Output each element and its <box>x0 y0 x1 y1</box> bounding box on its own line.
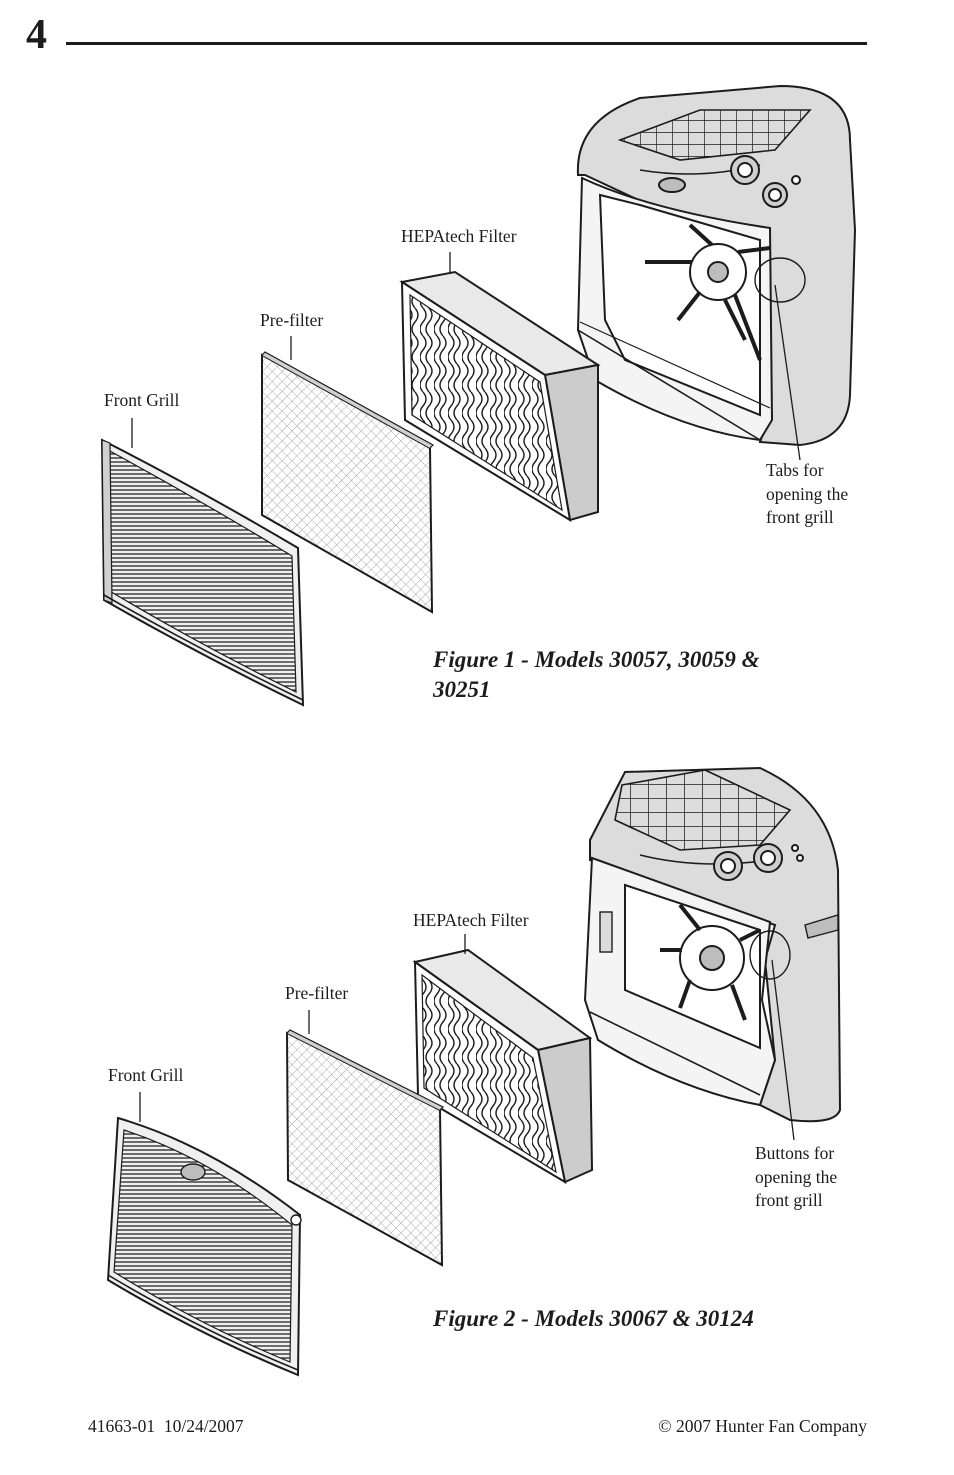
fig2-buttons-label-line-2: opening the <box>755 1166 838 1187</box>
header-rule <box>66 42 867 45</box>
hepatech-filter-1 <box>399 270 601 522</box>
pre-filter-1 <box>261 351 434 614</box>
figure-2-caption: Figure 2 - Models 30067 & 30124 <box>433 1306 754 1331</box>
fig2-pre-filter-label: Pre-filter <box>285 983 349 1003</box>
pre-filter-2 <box>285 1029 445 1267</box>
fig2-buttons-label-line-1: Buttons for <box>755 1143 835 1163</box>
fig1-front-grill-label: Front Grill <box>104 390 180 410</box>
figure-1-exploded-view <box>100 84 857 707</box>
footer-doc-id: 41663-01 10/24/2007 <box>88 1416 244 1436</box>
fig1-tabs-label-line-3: front grill <box>766 507 834 528</box>
front-grill-1 <box>100 438 305 707</box>
tabs-leader-line <box>774 284 801 461</box>
fig1-hepatech-filter-label: HEPAtech Filter <box>401 226 517 246</box>
hepatech-filter-2 <box>412 948 594 1185</box>
air-purifier-unit-2 <box>583 766 842 1123</box>
air-purifier-unit-1 <box>576 84 857 447</box>
fig1-tabs-label: Tabs for opening the front grill <box>766 459 848 530</box>
fig1-tabs-label-line-2: opening the <box>766 483 849 504</box>
figure-2-exploded-view <box>106 766 842 1377</box>
buttons-leader-line <box>771 959 795 1141</box>
figure-1-caption-line-1: Figure 1 - Models 30057, 30059 & <box>433 647 760 672</box>
fig2-hepatech-filter-label: HEPAtech Filter <box>413 910 529 930</box>
fig1-tabs-label-line-1: Tabs for <box>766 460 824 480</box>
fig2-front-grill-label: Front Grill <box>108 1065 184 1085</box>
figure-1-caption-line-2: 30251 <box>433 676 491 702</box>
front-grill-2 <box>106 1116 302 1377</box>
fig1-pre-filter-label: Pre-filter <box>260 310 324 330</box>
footer-copyright: © 2007 Hunter Fan Company <box>658 1416 867 1436</box>
fig2-buttons-label: Buttons for opening the front grill <box>755 1142 837 1213</box>
figure-1-caption: Figure 1 - Models 30057, 30059 & 30251 <box>433 645 759 705</box>
page-number: 4 <box>26 12 47 58</box>
fig2-buttons-label-line-3: front grill <box>755 1190 823 1211</box>
